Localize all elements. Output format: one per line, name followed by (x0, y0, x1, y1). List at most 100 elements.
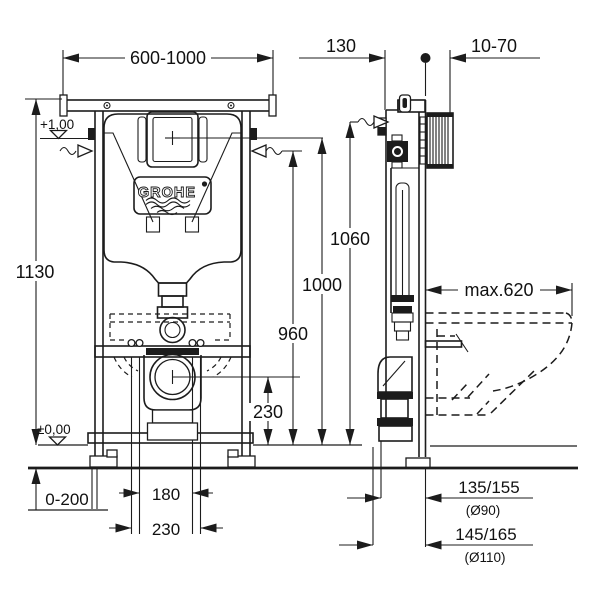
squiggle-icon (357, 117, 375, 127)
arrowhead-right-icon (369, 53, 385, 63)
level-triangle-icon (47, 436, 68, 446)
grohe-wave-icon (145, 197, 191, 204)
arrowhead-down-icon (263, 429, 273, 445)
valve-bracket-right (184, 216, 200, 233)
cistern-outline (103, 113, 242, 284)
dim-flush-plate-height: 1000 (298, 138, 346, 445)
arrowhead-up-icon (317, 138, 327, 154)
flush-elbow-circle (159, 316, 186, 344)
dim-outlet-large: 145/165 (Ø110) (339, 525, 533, 565)
dim-outlet-small-label: 135/155 (458, 478, 519, 497)
dim-bolt-outer-label: 230 (152, 520, 180, 539)
rail-screw-icon (227, 101, 235, 110)
side-foot (405, 457, 431, 469)
arrowhead-up-icon (31, 99, 41, 115)
dim-bolt-spacing-inner: 180 (119, 485, 213, 504)
tab-slot-icon (402, 98, 407, 108)
lower-cross-rail (94, 345, 251, 358)
drain-spigot (151, 409, 194, 424)
arrowhead-down-icon (31, 429, 41, 445)
floor-lines (28, 444, 578, 470)
arrowhead-down-icon (317, 429, 327, 445)
dim-wall-range-label: 10-70 (471, 36, 517, 56)
top-rail-left-cap (59, 94, 68, 117)
grohe-badge: GROHE (133, 176, 212, 216)
arrowhead-left-icon (425, 493, 442, 503)
flush-sleeve-ribbed (419, 112, 454, 169)
side-view (372, 94, 573, 547)
dim-bolt-spacing-outer: 230 (109, 520, 223, 539)
squiggle-icon (265, 146, 283, 156)
front-view: GROHE (59, 94, 300, 534)
water-connection-valve (387, 134, 408, 169)
valve-bracket-left (145, 216, 161, 233)
flush-opening-left-ear (137, 116, 147, 163)
level-floor-label: ±0,00 (37, 422, 71, 437)
arrowhead-right-icon (365, 493, 381, 503)
pan-stud (424, 340, 463, 348)
dim-top-fixing-height: 1060 (326, 115, 390, 445)
arrowhead-up-icon (345, 122, 355, 138)
dim-foot-adjust: 0-200 (28, 468, 108, 511)
dim-wall-range: 10-70 (449, 36, 540, 113)
arrowhead-right-icon (257, 53, 273, 63)
arrowhead-right-icon (357, 540, 373, 550)
dim-drain-height-label: 230 (253, 402, 283, 422)
arrowhead-left-icon (192, 488, 209, 498)
dim-flush-plate-label: 1000 (302, 275, 342, 295)
dim-water-inlet-label: 960 (278, 324, 308, 344)
dim-outlet-large-dia-label: (Ø110) (464, 550, 505, 565)
level-triangle-icon (48, 129, 69, 140)
pan-outline-dashed (425, 312, 573, 416)
dim-width-range-label: 600-1000 (130, 48, 206, 68)
left-wall-bracket (88, 128, 95, 140)
arrowhead-up-icon (288, 151, 298, 167)
flush-plate-opening-outer (146, 111, 199, 168)
arrowhead-right-icon (123, 488, 140, 498)
right-wall-bracket (250, 128, 257, 140)
arrowhead-left-icon (425, 285, 442, 295)
drain-housing-top (146, 348, 199, 355)
dim-outlet-small: 135/155 (Ø90) (347, 478, 533, 518)
elbow-seal-band (377, 392, 413, 399)
arrowhead-left-icon (63, 53, 79, 63)
flush-plate-opening-inner (152, 116, 193, 163)
break-arrow-left (59, 144, 94, 158)
pipe-coupling-band (377, 418, 413, 426)
top-rail-right-cap (268, 94, 277, 117)
drain-flange (146, 422, 199, 441)
cistern-funnel-left (104, 132, 154, 223)
registered-mark-icon (201, 181, 208, 187)
arrowhead-left-icon (450, 53, 466, 63)
rail-screw-icon (103, 101, 111, 110)
dim-pan-depth: max.620 (425, 280, 573, 316)
dim-outlet-large-label: 145/165 (455, 525, 516, 544)
arrowhead-down-icon (345, 429, 355, 445)
arrowhead-up-icon (263, 377, 273, 393)
dim-outlet-small-dia-label: (Ø90) (466, 503, 501, 518)
dim-water-inlet: 960 (250, 144, 312, 445)
dim-frame-height-label: 1130 (16, 262, 55, 282)
arrowhead-down-icon (288, 429, 298, 445)
tank-seal-band (391, 295, 414, 302)
dim-pan-depth-label: max.620 (464, 280, 533, 300)
dim-frame-depth-label: 130 (326, 36, 356, 56)
grohe-logo-text: GROHE (138, 185, 196, 201)
flush-opening-right-ear (198, 116, 208, 163)
pan-bolt-icon (127, 338, 136, 348)
dim-top-fixing-label: 1060 (330, 229, 370, 249)
pan-bolt-icon (188, 338, 197, 348)
arrowhead-right-icon (556, 285, 572, 295)
dim-bolt-inner-label: 180 (152, 485, 180, 504)
drain-elbow (377, 356, 413, 393)
break-triangle-icon (373, 115, 390, 129)
arrowhead-left-icon (425, 540, 442, 550)
squiggle-icon (59, 146, 77, 156)
dim-frame-height: 1130 (11, 98, 62, 445)
level-marker-floor: ±0,00 (37, 422, 71, 446)
arrowhead-left-icon (200, 523, 217, 533)
drain-downpipe-lower (378, 425, 413, 442)
level-upper-label: +1,00 (40, 117, 74, 132)
dim-drain-height: 230 (249, 377, 287, 445)
